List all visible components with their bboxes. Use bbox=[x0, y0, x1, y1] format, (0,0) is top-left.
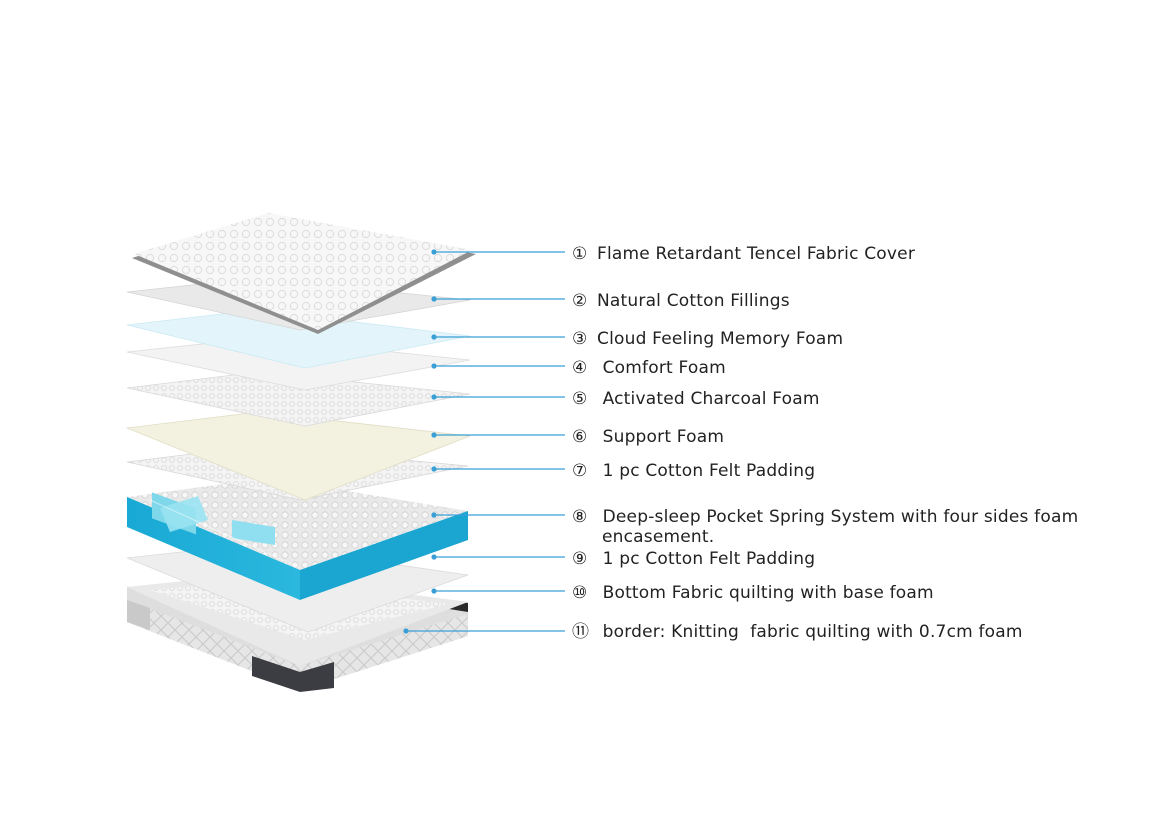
callout-4: ④ Comfort Foam bbox=[431, 358, 726, 378]
callout-label-5: Activated Charcoal Foam bbox=[597, 389, 820, 409]
callout-7: ⑦ 1 pc Cotton Felt Padding bbox=[431, 461, 815, 481]
callout-marker-4: ④ bbox=[572, 358, 587, 378]
callout-label-7: 1 pc Cotton Felt Padding bbox=[597, 461, 815, 481]
callout-marker-6: ⑥ bbox=[572, 427, 587, 447]
layer-08-pocket-spring bbox=[127, 478, 468, 600]
callout-marker-8: ⑧ bbox=[572, 507, 587, 527]
layer-03-memory-foam bbox=[126, 309, 471, 369]
callout-label-11: border: Knitting fabric quilting with 0.… bbox=[597, 622, 1023, 642]
callout-label-9: 1 pc Cotton Felt Padding bbox=[597, 549, 815, 569]
callout-marker-11: ⑪ bbox=[572, 622, 589, 642]
callout-label-2: Natural Cotton Fillings bbox=[597, 291, 790, 311]
layer-callouts: ① Flame Retardant Tencel Fabric Cover ② … bbox=[403, 244, 1078, 642]
callout-label-8: Deep-sleep Pocket Spring System with fou… bbox=[597, 507, 1078, 527]
callout-label-6: Support Foam bbox=[597, 427, 724, 447]
callout-1: ① Flame Retardant Tencel Fabric Cover bbox=[431, 244, 915, 264]
callout-label-1: Flame Retardant Tencel Fabric Cover bbox=[597, 244, 915, 264]
layer-06-support-foam bbox=[125, 411, 471, 501]
callout-label-3: Cloud Feeling Memory Foam bbox=[597, 329, 843, 349]
callout-11: ⑪ border: Knitting fabric quilting with … bbox=[403, 622, 1022, 642]
callout-marker-10: ⑩ bbox=[572, 583, 587, 603]
callout-label-8-line2: encasement. bbox=[602, 527, 714, 547]
callout-5: ⑤ Activated Charcoal Foam bbox=[431, 389, 819, 409]
layer-05-charcoal-foam bbox=[126, 371, 471, 427]
callout-marker-7: ⑦ bbox=[572, 461, 587, 481]
mattress-illustration bbox=[125, 213, 476, 692]
callout-10: ⑩ Bottom Fabric quilting with base foam bbox=[431, 583, 934, 603]
callout-label-4: Comfort Foam bbox=[597, 358, 726, 378]
callout-8: ⑧ Deep-sleep Pocket Spring System with f… bbox=[431, 507, 1078, 547]
callout-marker-1: ① bbox=[572, 244, 587, 264]
callout-label-10: Bottom Fabric quilting with base foam bbox=[597, 583, 934, 603]
callout-6: ⑥ Support Foam bbox=[431, 427, 724, 447]
layer-01-fabric-cover bbox=[132, 213, 476, 334]
callout-marker-2: ② bbox=[572, 291, 587, 311]
callout-marker-3: ③ bbox=[572, 329, 587, 349]
callout-marker-5: ⑤ bbox=[572, 389, 587, 409]
callout-marker-9: ⑨ bbox=[572, 549, 587, 569]
callout-3: ③ Cloud Feeling Memory Foam bbox=[431, 329, 843, 349]
callout-2: ② Natural Cotton Fillings bbox=[431, 291, 790, 311]
callout-9: ⑨ 1 pc Cotton Felt Padding bbox=[431, 549, 815, 569]
